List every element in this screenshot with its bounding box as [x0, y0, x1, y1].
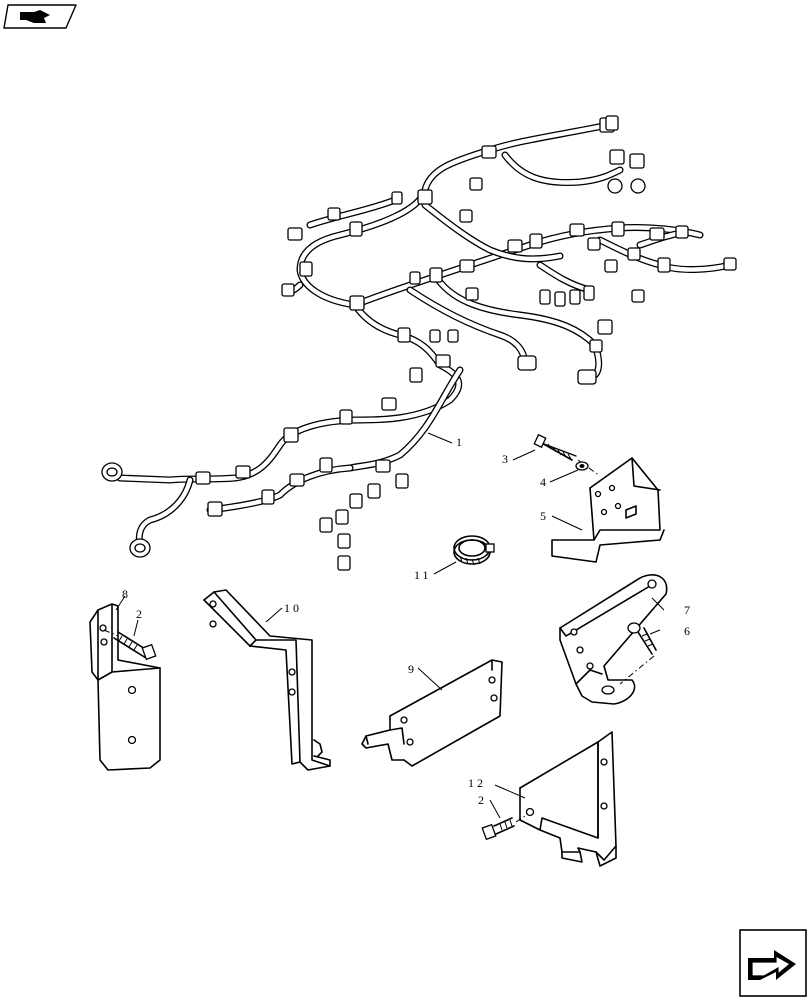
- bracket-part-7: [559, 574, 668, 705]
- washer-part-4: [575, 461, 589, 471]
- callout-8: 8: [122, 587, 131, 601]
- callout-9: 9: [408, 662, 417, 676]
- bracket-part-12: [519, 731, 617, 867]
- callout-labels: 1 3 4 5 11 8 2 10 9 7 6 12 2: [122, 435, 693, 807]
- callout-leaders: [115, 449, 665, 819]
- callout-6: 6: [684, 624, 693, 638]
- callout-1: 1: [456, 435, 465, 449]
- callout-11: 11: [414, 568, 432, 582]
- bracket-part-9: [361, 659, 503, 767]
- next-page-arrow-icon[interactable]: [739, 929, 807, 997]
- callout-4: 4: [540, 475, 549, 489]
- bracket-part-5: [551, 457, 665, 563]
- bolt-part-6: [619, 622, 657, 685]
- hose-clamp-part-11: [453, 535, 495, 566]
- callout-2-bottom: 2: [478, 793, 487, 807]
- hand-pointing-icon[interactable]: [3, 4, 77, 29]
- callout-10: 10: [284, 601, 302, 615]
- callout-5: 5: [540, 509, 549, 523]
- bracket-part-8: [89, 603, 161, 771]
- bolt-part-3: [533, 433, 601, 477]
- callout-2-left: 2: [136, 607, 145, 621]
- bolt-part-2-bottom: [481, 813, 529, 841]
- callout-7: 7: [684, 603, 693, 617]
- bolt-part-2-left: [103, 629, 157, 661]
- callout-3: 3: [502, 452, 511, 466]
- bracket-part-10: [203, 589, 331, 771]
- wiring-harness: [101, 115, 737, 571]
- callout-12: 12: [468, 776, 486, 790]
